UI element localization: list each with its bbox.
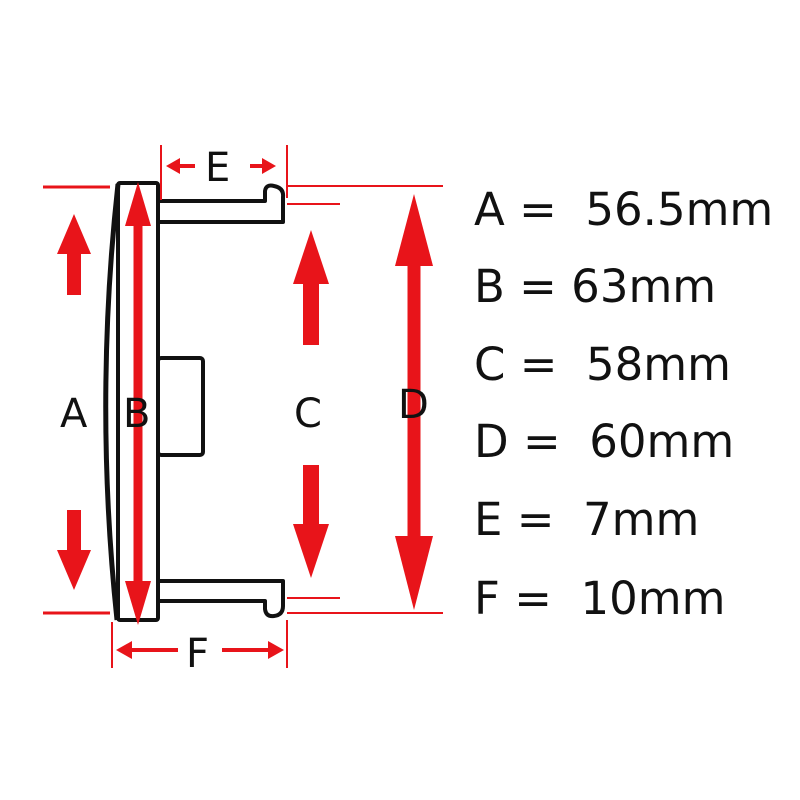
dimension-lines [43,145,443,668]
c-up-arrow [293,230,329,345]
b-top-arrowhead [125,182,151,226]
c-down-arrow [293,465,329,578]
cap-bottom-clip [158,579,285,619]
label-e: E [205,145,230,191]
cap-top-clip [158,183,286,224]
label-a: A [60,391,88,437]
e-right-arrowhead [262,158,276,174]
spec-d: D = 60mm [474,415,735,468]
label-f: F [186,631,209,677]
spec-b: B = 63mm [474,260,717,313]
spec-e: E = 7mm [474,493,700,546]
label-b: B [123,391,150,437]
b-bottom-arrowhead [125,581,151,625]
f-right-arrowhead [268,641,284,659]
e-left-arrowhead [166,158,180,174]
f-left-arrowhead [116,641,132,659]
spec-a: A = 56.5mm [474,183,774,236]
a-down-arrow [57,510,91,590]
spec-c: C = 58mm [474,338,731,391]
d-bottom-arrowhead [395,536,433,610]
d-top-arrowhead [395,194,433,266]
spec-f: F = 10mm [474,572,726,625]
cap-front-face [103,183,121,621]
label-d: D [398,382,429,428]
cap-center-hub [156,356,205,457]
a-up-arrow [57,214,91,295]
label-c: C [294,391,322,437]
